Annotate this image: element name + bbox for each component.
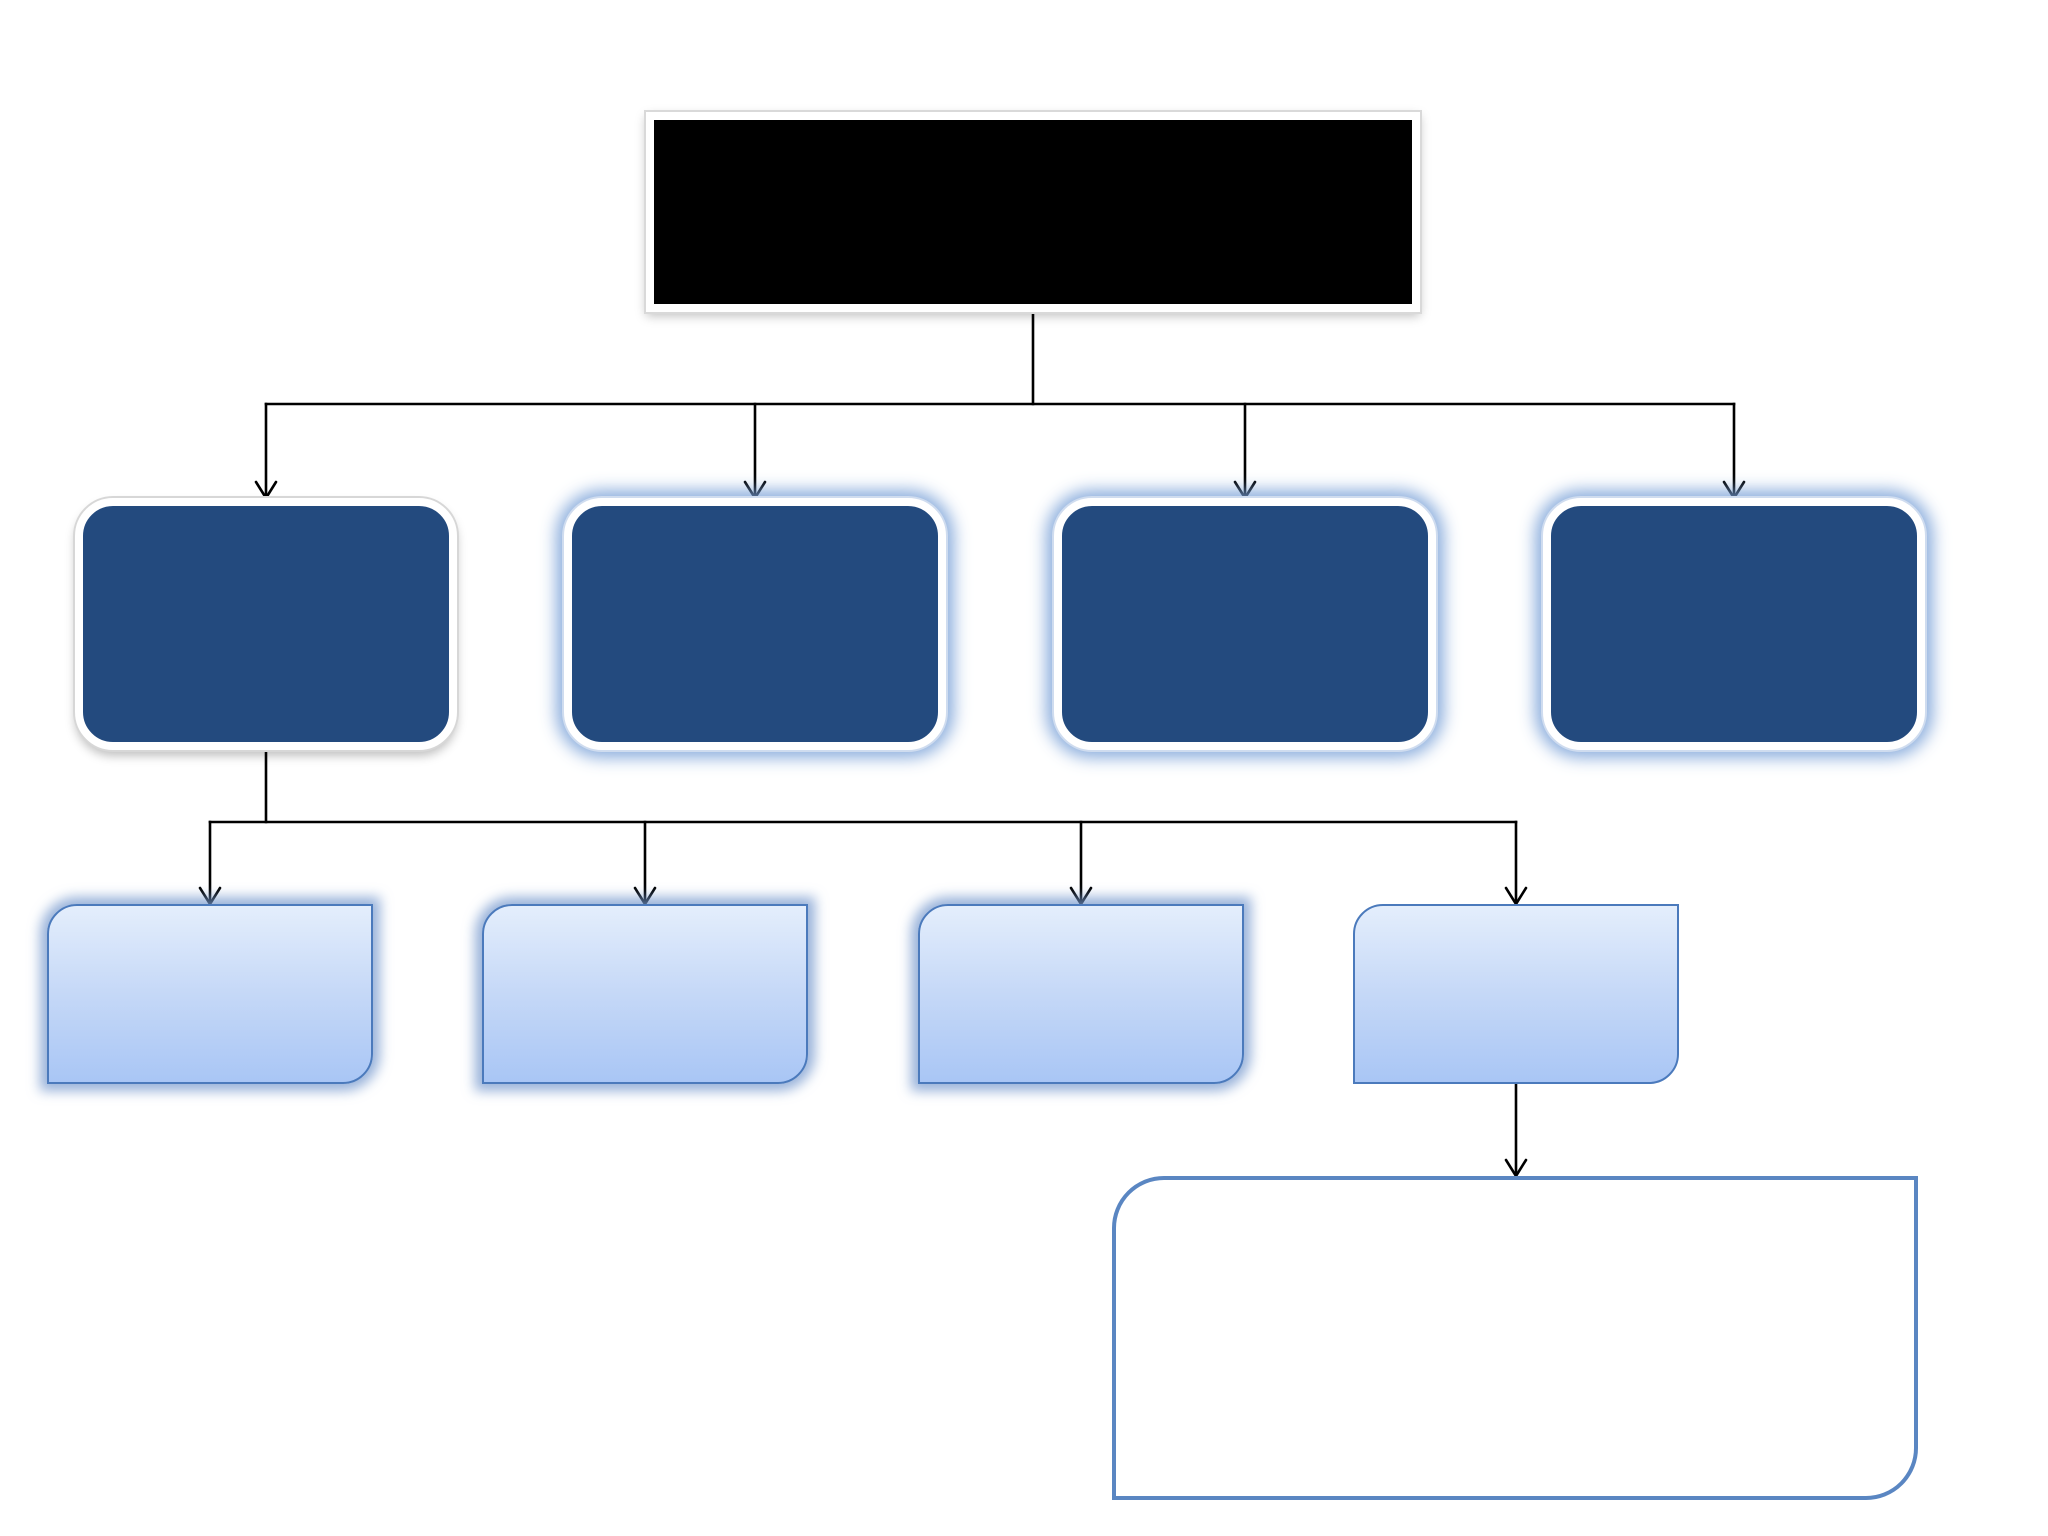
arrowhead-l2-1 — [198, 886, 222, 906]
arrowhead-l3-1 — [1504, 1158, 1528, 1178]
arrowhead-l1-1 — [254, 480, 278, 500]
diagram-node-l2-4 — [1353, 904, 1679, 1084]
arrowhead-l2-4 — [1504, 886, 1528, 906]
diagram-node-l1-2 — [564, 498, 946, 750]
arrowhead-l2-3 — [1069, 886, 1093, 906]
diagram-node-root — [646, 112, 1420, 312]
diagram-node-l3-1 — [1112, 1176, 1918, 1500]
arrowhead-l1-4 — [1722, 480, 1746, 500]
diagram-node-l1-3 — [1054, 498, 1436, 750]
arrowhead-l1-3 — [1233, 480, 1257, 500]
diagram-node-l2-1 — [47, 904, 373, 1084]
diagram-node-l2-3 — [918, 904, 1244, 1084]
diagram-node-l1-1 — [75, 498, 457, 750]
arrowhead-l1-2 — [743, 480, 767, 500]
diagram-node-l1-4 — [1543, 498, 1925, 750]
arrowhead-l2-2 — [633, 886, 657, 906]
diagram-node-l2-2 — [482, 904, 808, 1084]
